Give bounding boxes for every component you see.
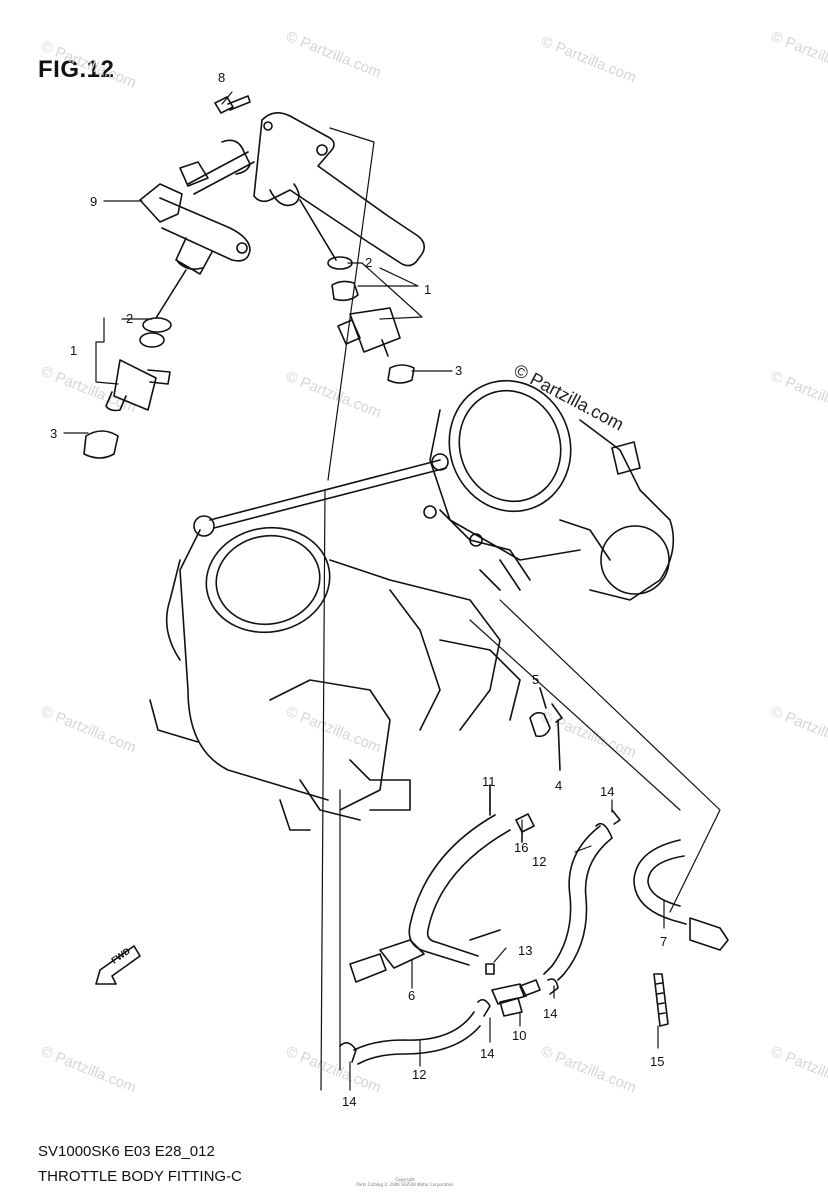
plug-and-clip [529,687,563,771]
callout-label: 1 [70,343,77,358]
callout-label: 4 [555,778,562,793]
watermark-text: © Partzilla.com [39,363,139,417]
watermark-text: © Partzilla.com [284,703,384,757]
watermark-text: © Partzilla.com [539,1043,639,1097]
callout-label: 14 [480,1046,494,1061]
watermark-text: © Partzilla.com [284,1043,384,1097]
forward-direction-arrow [95,945,141,985]
hose-6 [349,929,501,983]
watermark-text: © Partzilla.com [39,703,139,757]
callout-label: 8 [218,70,225,85]
watermark-text: © Partzilla.com [39,38,139,92]
callout-label: 16 [514,840,528,855]
callout-label: 14 [543,1006,557,1021]
fuel-delivery-pipe [139,95,426,275]
watermark-text: © Partzilla.com [39,1043,139,1097]
callout-label: 9 [90,194,97,209]
callout-label: 1 [424,282,431,297]
callout-label: 2 [365,255,372,270]
hose-12-upper [543,809,621,981]
watermark-text: © Partzilla.com [539,708,639,762]
watermark-text: © Partzilla.com [769,703,828,757]
hose-11 [408,784,535,966]
diagram-title: THROTTLE BODY FITTING-C [38,1168,242,1185]
callout-label: 2 [126,311,133,326]
callout-label: 12 [532,854,546,869]
callout-label: 5 [532,672,539,687]
clip-15 [653,973,669,1027]
hose-12-lower [339,1011,481,1065]
watermark-layer: © Partzilla.com © Partzilla.com © Partzi… [39,28,828,1097]
throttle-body-assembly [149,379,675,831]
callout-label: 12 [412,1067,426,1082]
watermark-text: © Partzilla.com [284,28,384,82]
callout-label: 15 [650,1054,664,1069]
callout-label: 3 [50,426,57,441]
callout-label: 13 [518,943,532,958]
copyright-note: Copyright Parts Catalog © 2006 SUZUKI Mo… [330,1177,480,1187]
clip-13 [485,963,495,975]
callout-numbers: 8 9 2 1 3 2 1 3 5 4 14 11 16 12 7 13 6 1… [50,70,667,1109]
fitting-10 [477,978,559,1017]
callout-label: 11 [482,774,496,789]
leader-lines [63,91,721,1091]
left-injector [83,269,187,459]
callout-label: 10 [512,1028,526,1043]
hose-7 [633,839,729,951]
figure-title: FIG.12 [38,56,115,83]
watermark-text: © Partzilla.com [284,368,384,422]
callout-label: 7 [660,934,667,949]
callout-label: 3 [455,363,462,378]
watermark-text: © Partzilla.com [539,33,639,87]
copyright-line: Copyright [395,1177,415,1182]
lower-leader-lines [349,789,665,1091]
watermark-text: © Partzilla.com [769,1043,828,1097]
right-injector [299,199,415,384]
copyright-line: Parts Catalog © 2006 SUZUKI Motor Corpor… [356,1182,454,1187]
callout-label: 6 [408,988,415,1003]
watermark-text: © Partzilla.com [769,368,828,422]
callout-label: 14 [342,1094,356,1109]
diagram-code: SV1000SK6 E03 E28_012 [38,1143,215,1160]
callout-label: 14 [600,784,614,799]
watermark-text: © Partzilla.com [769,28,828,82]
